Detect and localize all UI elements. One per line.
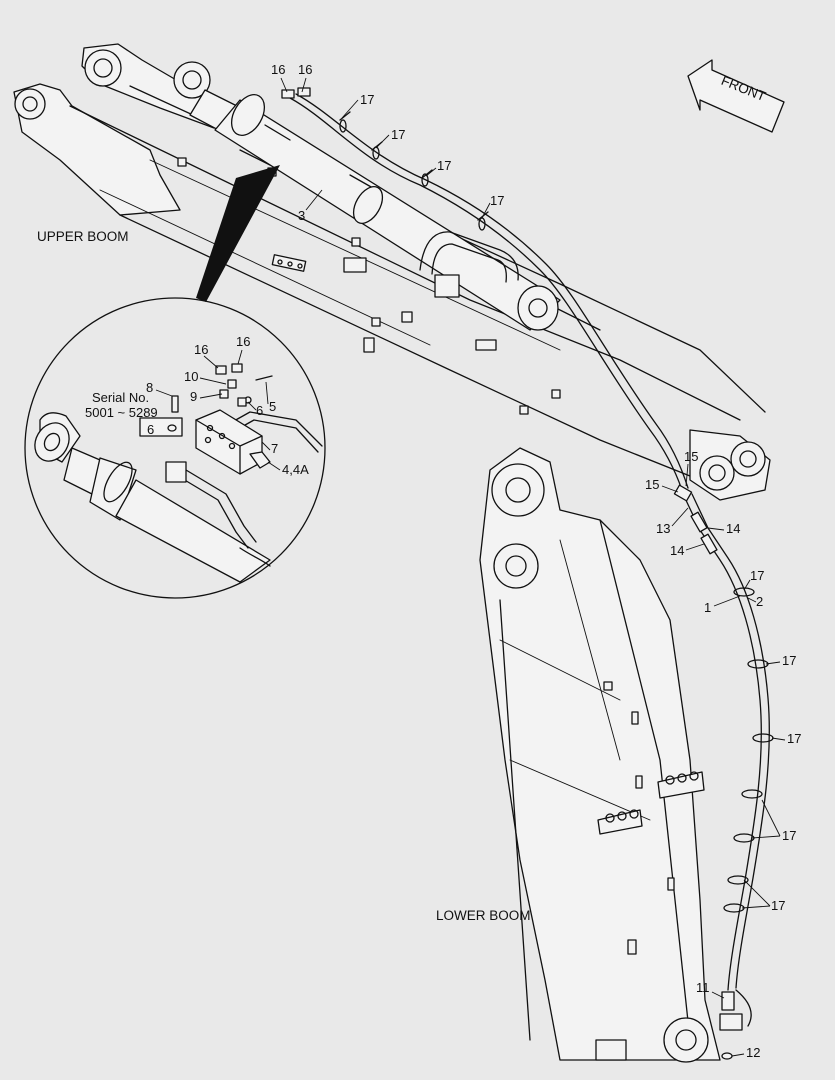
callouts: 16 16 17 17 17 17 3 16 16 10 9 8 5 6 6 7… [146, 62, 801, 1060]
section-labels: UPPER BOOM LOWER BOOM Serial No. 5001 ~ … [37, 229, 531, 923]
callout-17: 17 [391, 127, 405, 142]
callout-9: 9 [190, 389, 197, 404]
callout-17: 17 [787, 731, 801, 746]
callout-14: 14 [670, 543, 684, 558]
callout-15: 15 [684, 449, 698, 464]
detail-view [24, 165, 326, 599]
callout-17: 17 [490, 193, 504, 208]
front-arrow: FRONT [687, 59, 785, 133]
callout-2: 2 [756, 594, 763, 609]
callout-16: 16 [298, 62, 312, 77]
callout-17: 17 [771, 898, 785, 913]
upper-boom [13, 43, 771, 501]
callout-16: 16 [194, 342, 208, 357]
callout-16: 16 [236, 334, 250, 349]
callout-3: 3 [298, 208, 305, 223]
callout-5: 5 [269, 399, 276, 414]
callout-6: 6 [147, 422, 154, 437]
callout-16: 16 [271, 62, 285, 77]
upper-hoses [281, 87, 689, 491]
callout-8: 8 [146, 380, 153, 395]
callout-17: 17 [782, 653, 796, 668]
callout-4-4a: 4,4A [282, 462, 309, 477]
lower-boom [479, 447, 721, 1063]
callout-10: 10 [184, 369, 198, 384]
callout-15: 15 [645, 477, 659, 492]
callout-11: 11 [696, 980, 710, 995]
callout-13: 13 [656, 521, 670, 536]
callout-1: 1 [704, 600, 711, 615]
callout-14: 14 [726, 521, 740, 536]
callout-17: 17 [750, 568, 764, 583]
lower-boom-label: LOWER BOOM [436, 908, 531, 923]
lower-hoses [673, 484, 774, 1060]
upper-boom-label: UPPER BOOM [37, 229, 129, 244]
callout-17: 17 [782, 828, 796, 843]
callout-17: 17 [437, 158, 451, 173]
serial-range-label: 5001 ~ 5289 [85, 405, 158, 420]
boom-cylinder [189, 89, 561, 331]
callout-7: 7 [271, 441, 278, 456]
callout-6: 6 [256, 403, 263, 418]
serial-no-label: Serial No. [92, 390, 149, 405]
callout-12: 12 [746, 1045, 760, 1060]
callout-17: 17 [360, 92, 374, 107]
